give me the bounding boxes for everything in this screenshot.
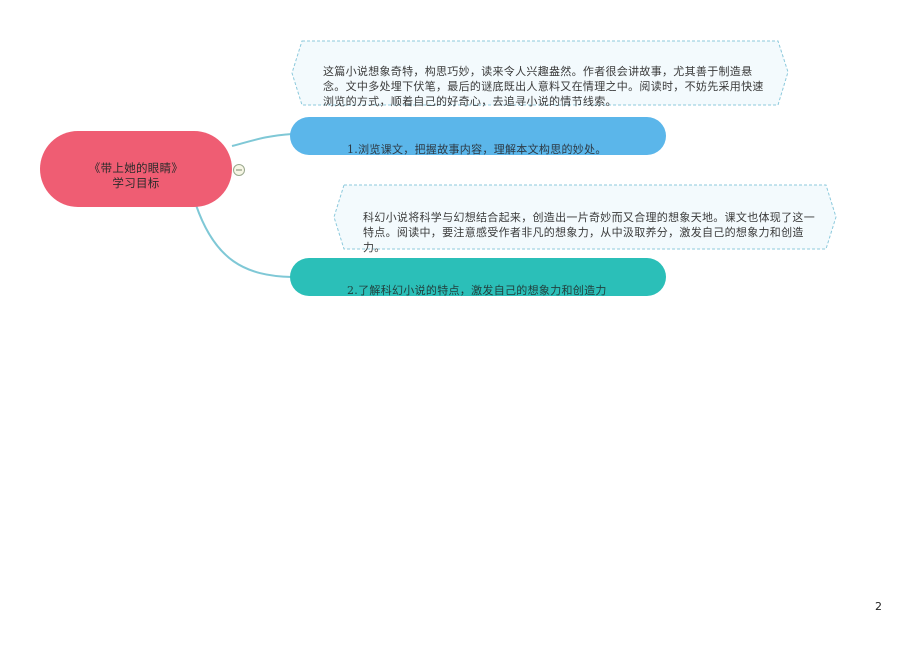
- connector-branch-1: [231, 133, 293, 147]
- connector-branch-2: [195, 204, 293, 278]
- branch-label-2: 2.了解科幻小说的特点，激发自己的想象力和创造力: [347, 284, 607, 297]
- note-text-1: 这篇小说想象奇特，构思巧妙，读来令人兴趣盎然。作者很会讲故事，尤其善于制造悬念。…: [323, 65, 764, 108]
- root-title: 《带上她的眼睛》: [88, 161, 184, 175]
- minus-circle-icon[interactable]: [233, 164, 245, 176]
- note-callout-2: [333, 184, 837, 250]
- note-callout-1: [291, 40, 789, 106]
- root-node[interactable]: [40, 131, 232, 207]
- root-subtitle: 学习目标: [112, 176, 160, 190]
- branch-node-1[interactable]: [290, 117, 666, 155]
- branch-label-1: 1.浏览课文，把握故事内容，理解本文构思的妙处。: [347, 143, 607, 156]
- page-number: 2: [875, 600, 882, 613]
- root-title-block: 《带上她的眼睛》 学习目标: [60, 161, 212, 191]
- branch-node-2[interactable]: [290, 258, 666, 296]
- note-text-2: 科幻小说将科学与幻想结合起来，创造出一片奇妙而又合理的想象天地。课文也体现了这一…: [363, 211, 815, 254]
